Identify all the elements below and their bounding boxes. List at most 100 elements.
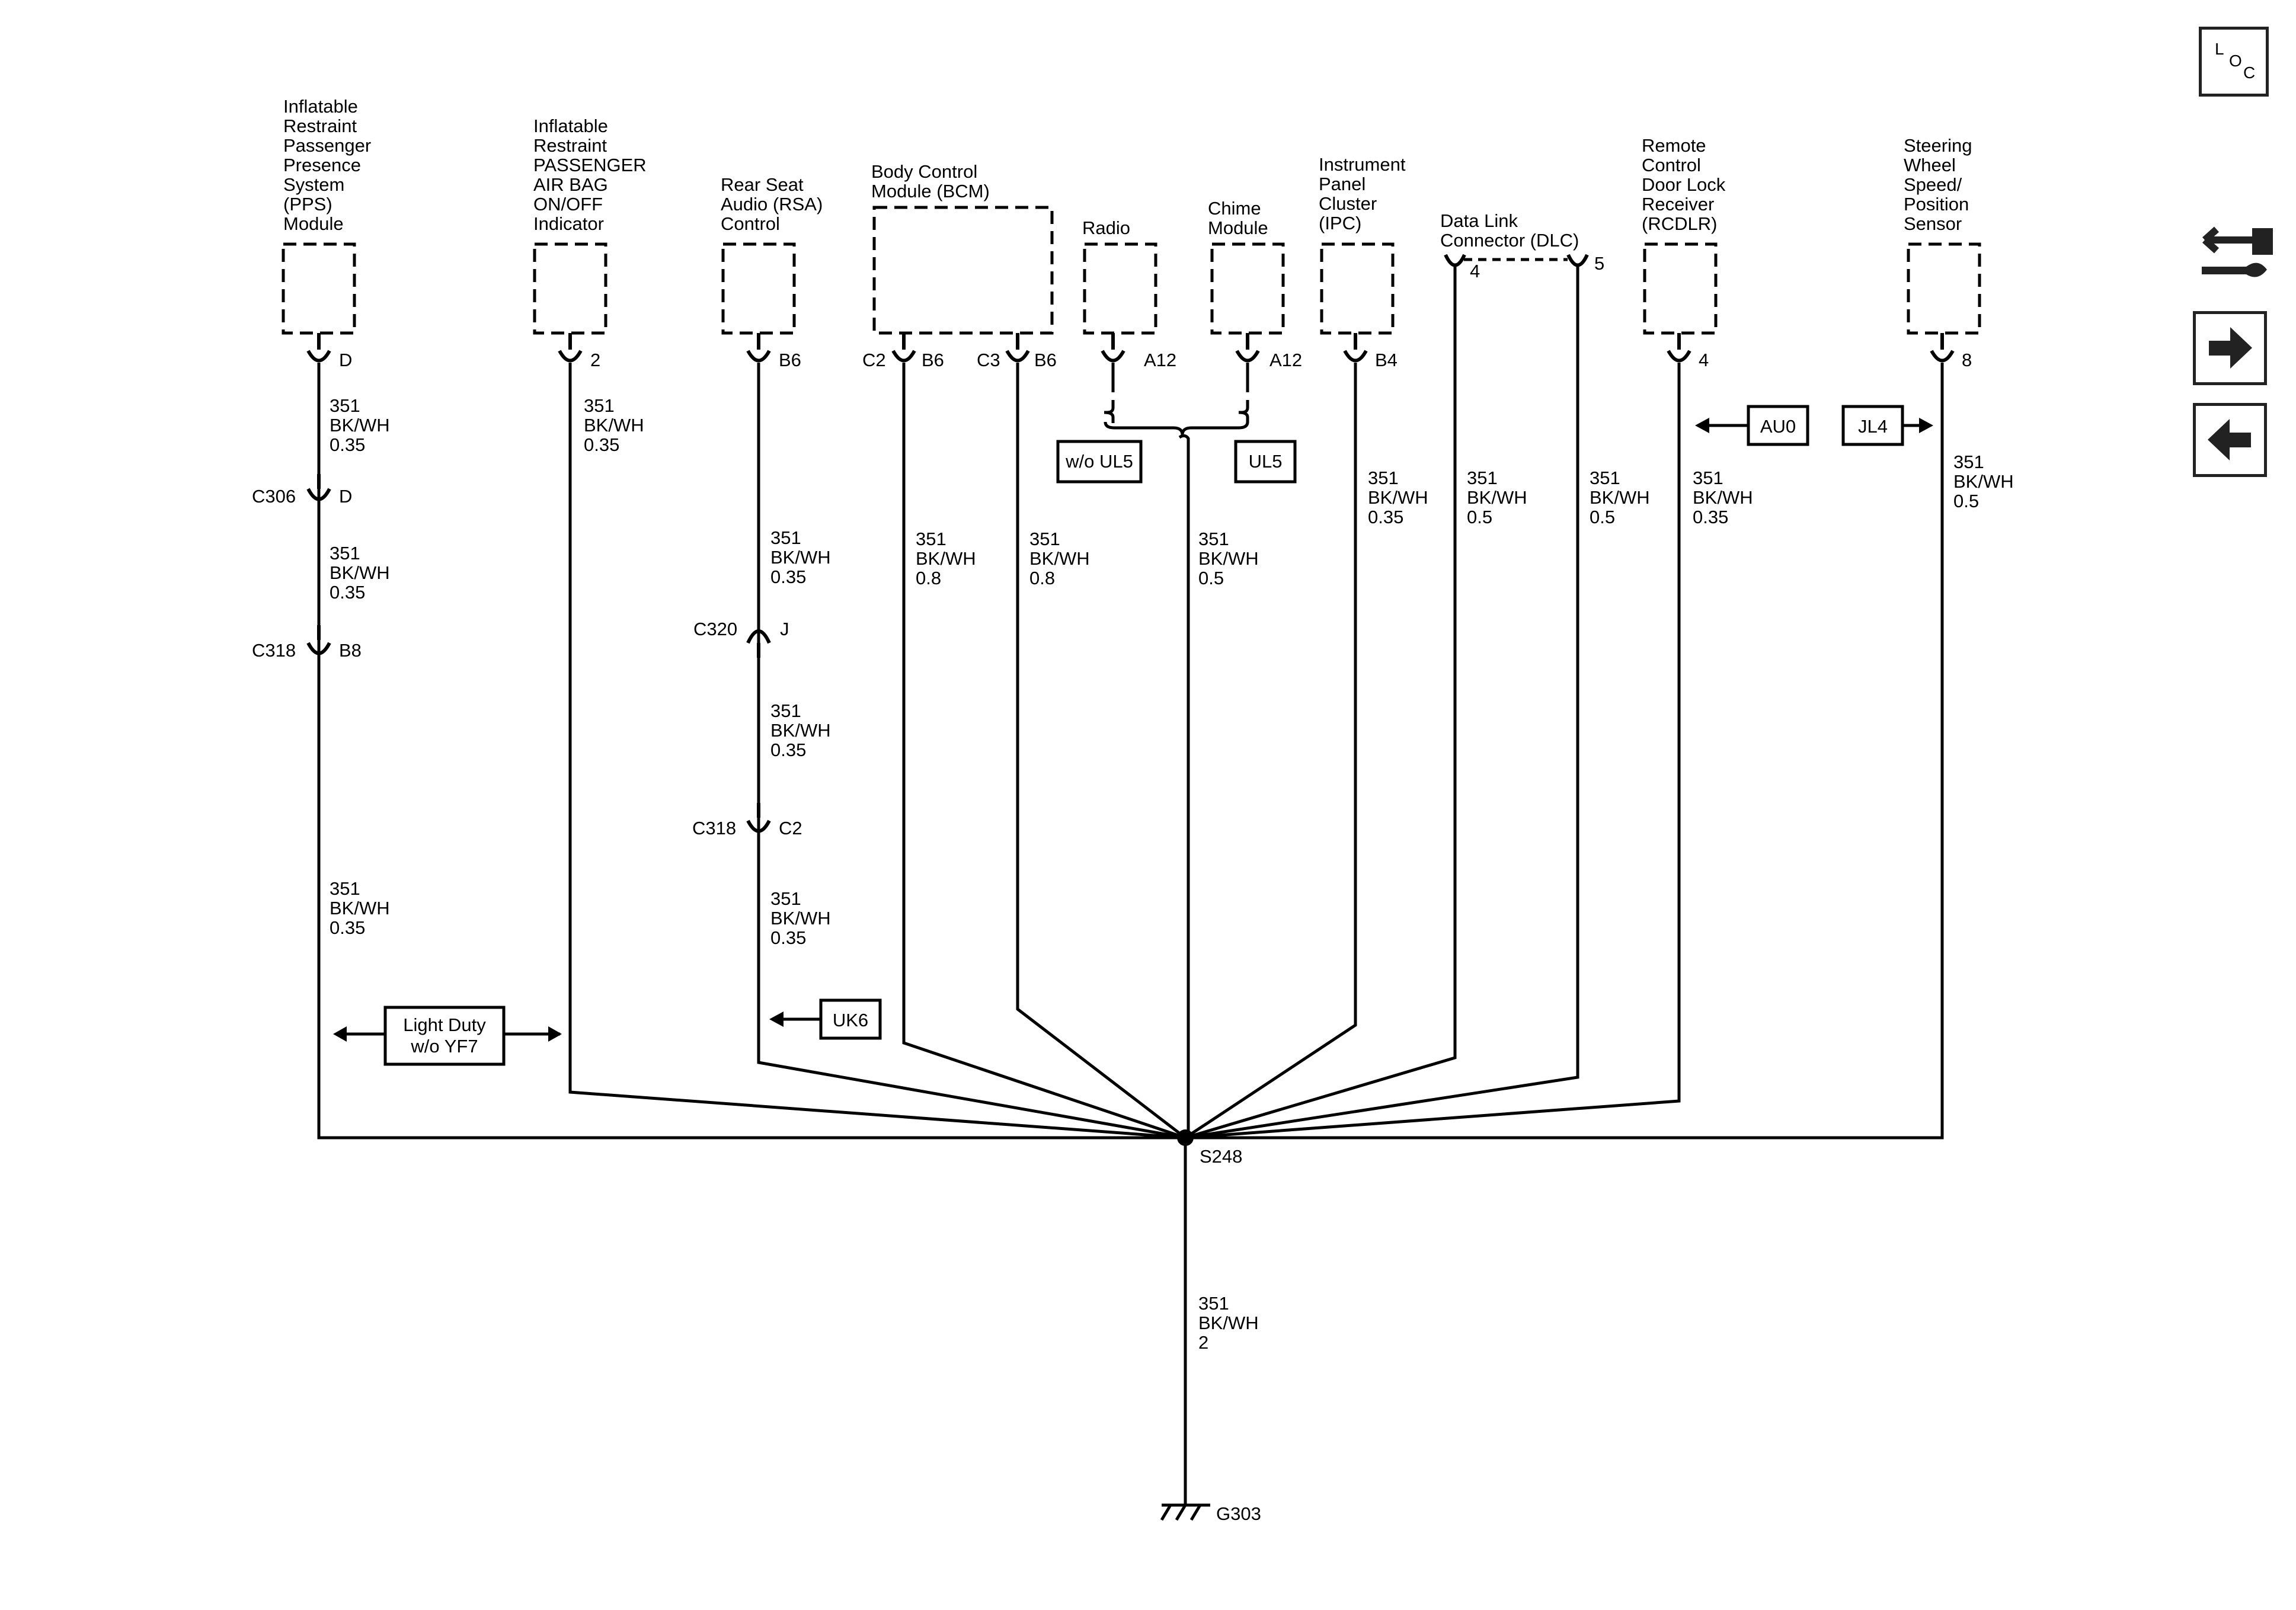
next-page-button[interactable] xyxy=(2193,311,2267,385)
component-boxes xyxy=(282,206,1981,335)
chime-name: Chime Module xyxy=(1208,198,1268,238)
wires xyxy=(317,265,1944,1521)
au0-box xyxy=(1747,405,1809,446)
rcdlr-name: Remote Control Door Lock Receiver (RCDLR… xyxy=(1642,135,1731,234)
bcm-c3-pin-symbol xyxy=(1005,333,1030,363)
au0-label: AU0 xyxy=(1760,416,1796,437)
pab-name: Inflatable Restraint PASSENGER AIR BAG O… xyxy=(533,116,651,234)
ul5-box xyxy=(1234,440,1297,484)
radio-pin-symbol xyxy=(1101,333,1125,363)
dlc-pin5-symbol xyxy=(1566,254,1589,267)
wire-rcdlr xyxy=(1185,363,1681,1140)
arrow-right-icon xyxy=(2209,327,2252,369)
pps-c318-symbol xyxy=(306,625,331,655)
option-boxes: w/o UL5 UL5 Light Duty w/o YF7 UK6 AU0 J… xyxy=(333,405,1933,1066)
pps-name: Inflatable Restraint Passenger Presence … xyxy=(283,96,376,234)
au0-arrowhead xyxy=(1695,418,1709,433)
bcm-pin1: B6 xyxy=(922,350,944,370)
sws-box xyxy=(1907,242,1981,335)
wire-bcm-c2 xyxy=(902,363,1186,1140)
rsa-name: Rear Seat Audio (RSA) Control xyxy=(721,174,828,234)
ipc-pin: B4 xyxy=(1375,350,1398,370)
ipc-pin-symbol xyxy=(1343,333,1368,363)
wire-bcm-c3 xyxy=(1016,363,1187,1139)
pps-c318-pin: B8 xyxy=(339,640,362,661)
wo-ul5-label: w/o UL5 xyxy=(1065,451,1133,472)
splice-label: S248 xyxy=(1200,1146,1242,1167)
pab-pin-symbol xyxy=(558,333,583,363)
wire-dlc-4 xyxy=(1185,265,1457,1140)
sws-name: Steering Wheel Speed/ Position Sensor xyxy=(1904,135,1977,234)
loc-button[interactable]: L O C xyxy=(2199,27,2269,97)
wire-ipc xyxy=(1184,363,1357,1140)
dlc-pin1: 4 xyxy=(1470,261,1480,281)
wire-radio-chime-trunk xyxy=(1178,434,1190,1138)
rsa-c318-symbol xyxy=(746,803,771,833)
uk6-label: UK6 xyxy=(833,1010,868,1030)
pps-pin-symbol xyxy=(306,333,331,363)
chime-box xyxy=(1210,242,1285,335)
ground-symbol xyxy=(1160,1503,1210,1521)
rsa-c318-name: C318 xyxy=(692,818,736,838)
prev-page-button[interactable] xyxy=(2193,403,2267,477)
light-duty-label-2: w/o YF7 xyxy=(410,1036,478,1057)
rcdlr-pin: 4 xyxy=(1699,350,1709,370)
bcm-conn2: C3 xyxy=(977,350,1000,370)
jl4-label: JL4 xyxy=(1858,416,1888,437)
rcdlr-box xyxy=(1643,242,1718,335)
connector-symbols xyxy=(306,254,1955,833)
svg-text:O: O xyxy=(2229,52,2242,70)
pin-labels: D 2 B6 C2 B6 C3 B6 A12 A12 B4 4 5 4 8 C3… xyxy=(252,253,1972,1524)
radio-pin: A12 xyxy=(1144,350,1176,370)
c320-pin: J xyxy=(780,619,789,639)
radio-name: Radio xyxy=(1082,217,1130,238)
wo-ul5-box xyxy=(1056,440,1143,484)
pps-c318-name: C318 xyxy=(252,640,296,661)
wire-pab xyxy=(568,363,1186,1140)
dlc-pin4-symbol xyxy=(1444,254,1466,267)
sws-pin: 8 xyxy=(1962,350,1972,370)
wire-pps xyxy=(317,363,1185,1140)
loc-icon: L O C xyxy=(2215,40,2255,82)
bcm-name: Body Control Module (BCM) xyxy=(871,161,990,201)
c320-symbol xyxy=(746,629,771,658)
light-duty-box xyxy=(383,1006,506,1066)
rsa-box xyxy=(721,242,796,335)
ipc-name: Instrument Panel Cluster (IPC) xyxy=(1319,154,1411,233)
wiring-tool-button[interactable] xyxy=(2193,210,2276,287)
rsa-c318-pin: C2 xyxy=(779,818,802,838)
bcm-c2-pin-symbol xyxy=(891,333,916,363)
wire-radio-chime-bracket xyxy=(1104,400,1249,436)
chime-pin-symbol xyxy=(1235,333,1260,363)
dlc-pin2: 5 xyxy=(1594,253,1604,274)
dlc-name: Data Link Connector (DLC) xyxy=(1440,210,1579,251)
component-labels: Inflatable Restraint Passenger Presence … xyxy=(283,96,1977,251)
rcdlr-pin-symbol xyxy=(1667,333,1691,363)
wire-sws xyxy=(1185,363,1944,1140)
c320-name: C320 xyxy=(693,619,737,639)
rsa-pin-symbol xyxy=(746,333,771,363)
chime-pin: A12 xyxy=(1269,350,1302,370)
pab-pin: 2 xyxy=(590,350,600,370)
uk6-arrowhead xyxy=(769,1012,784,1027)
wire-rsa xyxy=(757,363,1186,1140)
bcm-pin2: B6 xyxy=(1034,350,1057,370)
c306-pin: D xyxy=(339,486,352,507)
light-duty-label-1: Light Duty xyxy=(403,1014,486,1035)
c306-name: C306 xyxy=(252,486,296,507)
bcm-conn1: C2 xyxy=(862,350,886,370)
